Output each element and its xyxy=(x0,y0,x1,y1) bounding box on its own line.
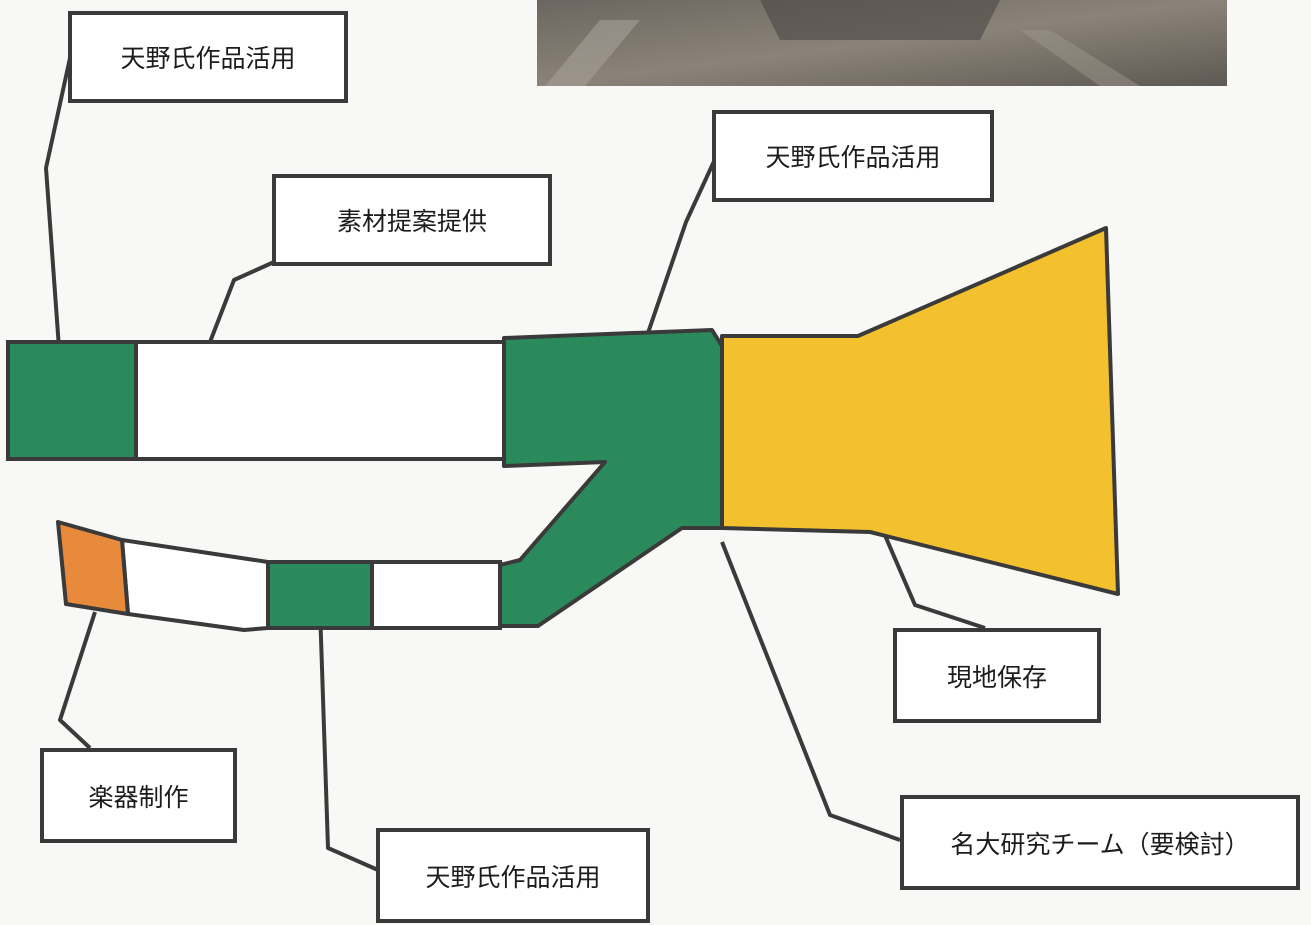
label-bottom-center: 天野氏作品活用 xyxy=(376,828,650,923)
block-green-lower xyxy=(266,560,374,630)
label-nagoya-team: 名大研究チーム（要検討） xyxy=(900,795,1300,890)
label-top-left: 天野氏作品活用 xyxy=(68,11,348,103)
label-material: 素材提案提供 xyxy=(272,174,552,266)
label-top-center: 天野氏作品活用 xyxy=(712,110,994,202)
connector-top-center xyxy=(634,156,718,369)
connector-instrument xyxy=(58,611,97,750)
block-white-upper xyxy=(134,340,506,461)
label-preservation: 現地保存 xyxy=(893,628,1101,723)
label-instrument: 楽器制作 xyxy=(40,748,237,843)
block-green-left xyxy=(6,340,138,461)
site-photo xyxy=(537,0,1227,86)
block-orange xyxy=(56,520,130,616)
connector-top-left xyxy=(44,57,72,363)
block-white-lower-2 xyxy=(370,560,502,630)
block-white-lower-1 xyxy=(120,538,270,632)
block-green-center xyxy=(498,328,724,628)
connector-bottom-center xyxy=(318,607,379,872)
connector-nagoya-team xyxy=(720,541,901,842)
block-yellow-funnel xyxy=(720,226,1120,596)
connector-material xyxy=(208,260,275,343)
